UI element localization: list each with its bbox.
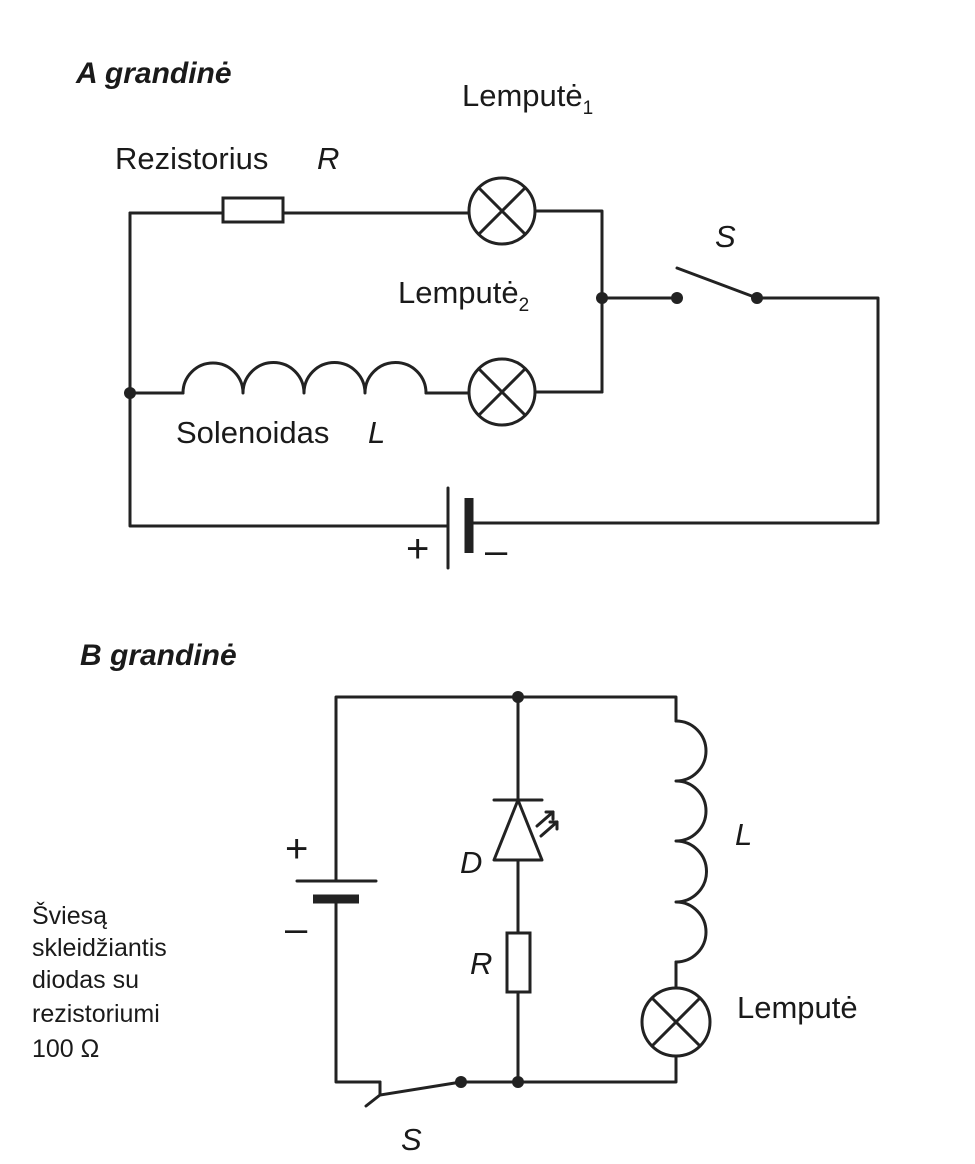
led-note: Šviesą skleidžiantis diodas su rezistori… [32, 901, 167, 1063]
resistor-b-symbol: R [470, 946, 492, 981]
battery-a-plus: + [406, 527, 429, 571]
switch-a-symbol: S [715, 219, 736, 254]
lamp-b [640, 986, 712, 1058]
junction-b-top [512, 691, 524, 703]
wire-a-lamp1-right [533, 209, 604, 394]
lamp-b-cross [650, 996, 702, 1048]
switch-a-pivot [671, 292, 683, 304]
led-symbol: D [460, 845, 482, 880]
switch-b-end [364, 1093, 382, 1108]
solenoid-a [181, 361, 428, 395]
led-note-line-2: skleidžiantis [32, 934, 167, 962]
inductor-b-symbol: L [735, 817, 752, 852]
resistor-a-symbol: R [317, 141, 339, 176]
circuit-a-wires [128, 209, 880, 528]
wire-b-bottom [459, 1054, 678, 1084]
inductor-b [674, 719, 708, 964]
led-arrow-heads [544, 810, 559, 831]
switch-a-contact [751, 292, 763, 304]
wire-b-left-bottom [334, 897, 382, 1084]
circuit-b: B grandinė + – D R [32, 639, 858, 1157]
led-triangle [492, 798, 544, 862]
battery-a-minus: – [485, 529, 508, 573]
junction-a-right [596, 292, 608, 304]
junction-a-left [124, 387, 136, 399]
wire-a-right-loop [467, 296, 880, 525]
lamp-1-label-text: Lemputė [462, 78, 583, 113]
battery-a [446, 486, 474, 570]
lamp-1-label: Lemputė1 [462, 78, 593, 119]
lamp-1-cross [477, 186, 527, 236]
junction-b-bottom [512, 1076, 524, 1088]
circuit-a-title: A grandinė [75, 57, 232, 90]
lamp-2-circle [467, 357, 537, 427]
resistor-b [505, 931, 532, 994]
switch-b-contact [455, 1076, 467, 1088]
led-note-line-1: Šviesą [32, 901, 107, 930]
battery-b-minus: – [285, 907, 308, 951]
led-light-arrows [535, 810, 559, 838]
switch-b-lever [378, 1080, 463, 1097]
circuit-b-title: B grandinė [80, 639, 237, 672]
battery-b-plus: + [285, 827, 308, 871]
lamp-b-label: Lemputė [737, 990, 858, 1025]
battery-b [295, 879, 378, 904]
switch-b-symbol: S [401, 1122, 422, 1157]
led-note-line-3: diodas su [32, 966, 139, 994]
lamp-2-label: Lemputė2 [398, 275, 529, 316]
lamp-2-label-text: Lemputė [398, 275, 519, 310]
circuit-b-wires [334, 695, 678, 1084]
circuit-a: A grandinė Rezistorius R Lemputė1 [75, 57, 880, 573]
lamp-1-index: 1 [583, 98, 594, 119]
led-note-line-5: 100 Ω [32, 1035, 99, 1063]
wire-a-left-bottom [128, 211, 450, 528]
switch-a-lever [675, 266, 759, 300]
resistor-a [221, 196, 285, 224]
wire-b-top [334, 695, 678, 883]
lamp-2 [467, 357, 537, 427]
resistor-a-label: Rezistorius [115, 141, 268, 176]
solenoid-a-symbol: L [368, 415, 385, 450]
lamp-b-circle [640, 986, 712, 1058]
led-note-line-4: rezistoriumi [32, 1000, 160, 1028]
led-diode [492, 798, 559, 862]
lamp-2-index: 2 [519, 295, 530, 316]
lamp-1-circle [467, 176, 537, 246]
solenoid-a-label: Solenoidas [176, 415, 329, 450]
lamp-1 [467, 176, 537, 246]
lamp-2-cross [477, 367, 527, 417]
